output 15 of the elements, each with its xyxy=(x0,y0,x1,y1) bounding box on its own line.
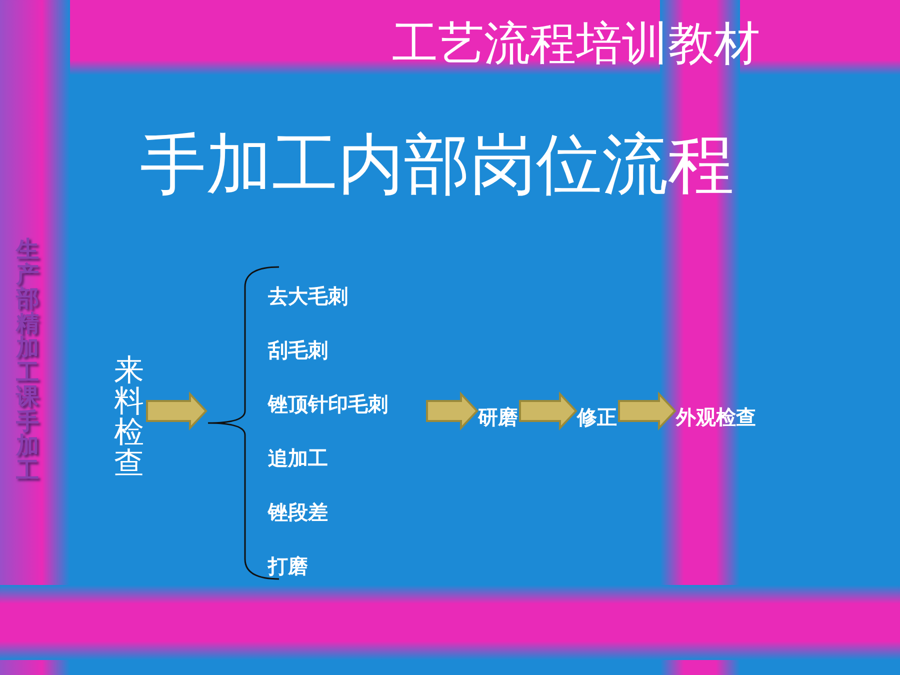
block-arrow xyxy=(146,391,208,431)
step-label: 打磨 xyxy=(268,556,308,576)
step-label: 刮毛刺 xyxy=(268,340,328,360)
step-label: 外观检查 xyxy=(676,407,756,427)
step-label: 研磨 xyxy=(478,407,518,427)
step-label: 锉顶针印毛刺 xyxy=(268,394,388,414)
step-label: 修正 xyxy=(577,407,617,427)
vertical-caption: 生产部精加工课手加工 xyxy=(16,238,40,483)
step-label: 锉段差 xyxy=(268,502,328,522)
block-arrow xyxy=(519,391,578,431)
vertical-label: 来料检查 xyxy=(114,355,145,479)
step-label: 去大毛刺 xyxy=(268,286,348,306)
block-arrow xyxy=(618,391,676,431)
block-arrow xyxy=(426,391,478,431)
step-label: 追加工 xyxy=(268,448,328,468)
